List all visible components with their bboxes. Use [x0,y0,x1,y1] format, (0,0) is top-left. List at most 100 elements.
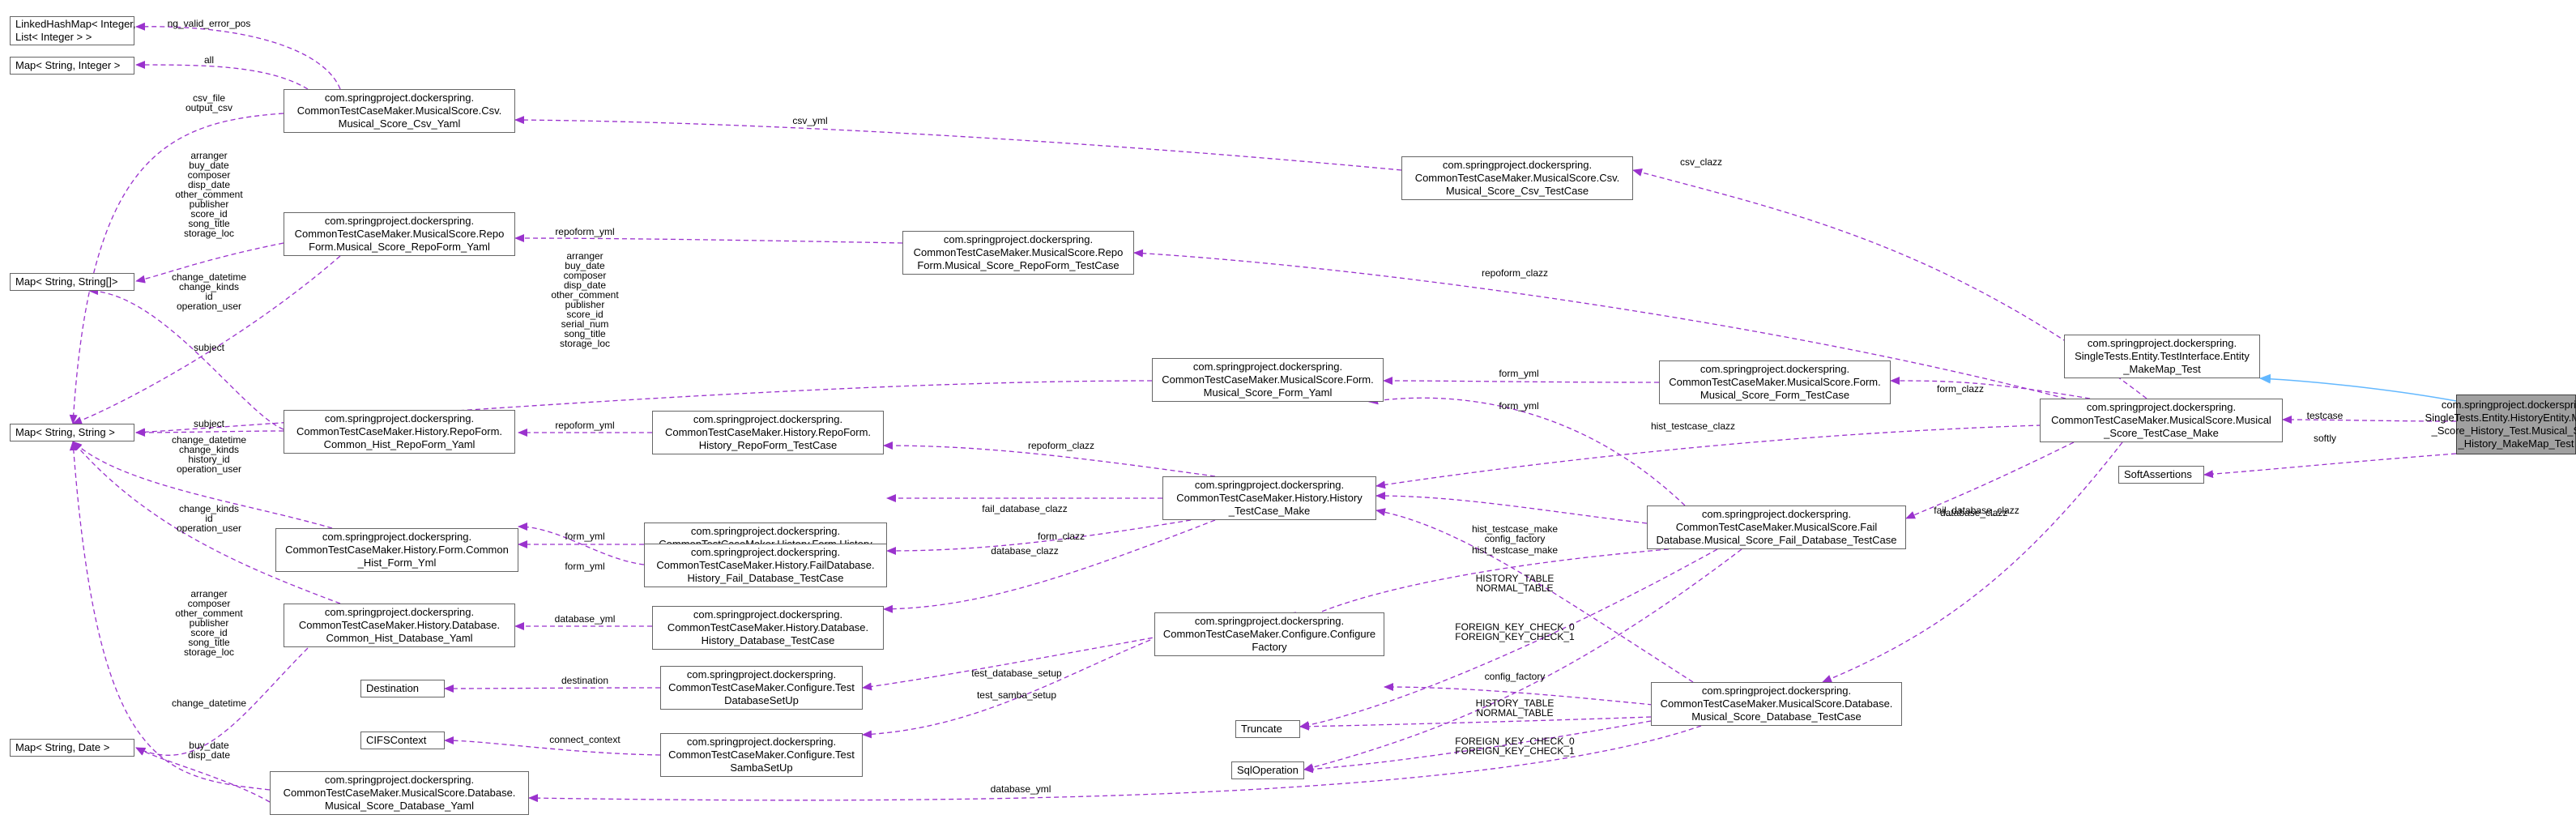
edge-label-line: score_id [566,309,603,320]
node-label-line: Truncate [1241,723,1282,735]
node-label-line: Destination [366,682,420,694]
dependency-edge [1822,441,2123,683]
edge-label-line: HISTORY_TABLE [1476,697,1555,709]
node-musical-score-csv-yaml[interactable]: com.springproject.dockerspring.CommonTes… [284,89,515,133]
node-label-line: Map< String, String[]> [15,275,118,288]
edge-label-line: operation_user [177,523,241,534]
edge-label-line: fail_database_clazz [982,503,1067,514]
dependency-edge [444,736,661,756]
edge-label-line: database_clazz [1940,507,2007,518]
node-sql-operation[interactable]: SqlOperation [1231,761,1304,779]
dependency-edge [862,639,1151,739]
node-label-line: CommonTestCaseMaker.Configure.Test [668,681,855,693]
edge-label-line: song_title [188,637,230,648]
dependency-edge [1303,548,1742,772]
edge-label-line: score_id [190,208,227,220]
node-testinterface-entity-makemap-test[interactable]: com.springproject.dockerspring.SingleTes… [2064,335,2260,378]
node-label-line: com.springproject.dockerspring. [1192,360,1343,373]
edge-label-line: ng_valid_error_pos [168,18,251,29]
node-history-database-testcase[interactable]: com.springproject.dockerspring.CommonTes… [652,606,884,650]
node-map-string-string-array[interactable]: Map< String, String[]> [10,273,134,291]
node-musical-score-repoform-yaml[interactable]: com.springproject.dockerspring.CommonTes… [284,212,515,256]
edge-label-line: HISTORY_TABLE [1476,573,1555,584]
node-cifs-context[interactable]: CIFSContext [360,732,445,749]
node-musical-score-fail-database-testcase[interactable]: com.springproject.dockerspring.CommonTes… [1647,505,1906,549]
node-label-line: Musical_Score_Database_TestCase [1691,710,1862,723]
edge-label-line: form_yml [1499,400,1538,412]
node-history-testcase-make[interactable]: com.springproject.dockerspring.CommonTes… [1162,476,1376,520]
node-test-database-setup[interactable]: com.springproject.dockerspring.CommonTes… [660,666,863,710]
node-label-line: History_Fail_Database_TestCase [687,572,844,584]
edge-label-line: csv_file [193,92,225,104]
dependency-edge [886,519,1192,555]
node-musical-score-form-yaml[interactable]: com.springproject.dockerspring.CommonTes… [1152,358,1384,402]
edge-label-line: NORMAL_TABLE [1476,707,1553,719]
node-label-line: Musical_Score_Form_Yaml [1203,386,1333,399]
node-soft-assertions[interactable]: SoftAssertions [2118,466,2204,484]
edge-label-form-clazz-2: form_clazz [1937,383,1984,395]
edge-label-line: database_yml [555,613,616,625]
dependency-edge [1384,683,1653,706]
dependency-edge [72,255,341,424]
edge-label-change-datetime: change_datetime [172,697,246,709]
node-history-fail-database-testcase[interactable]: com.springproject.dockerspring.CommonTes… [644,544,887,587]
node-musical-score-testcase-make[interactable]: com.springproject.dockerspring.CommonTes… [2040,399,2283,442]
node-label-line: CommonTestCaseMaker.History.RepoForm. [664,426,872,438]
edge-label-line: id [205,513,212,524]
node-label-line: Musical_Score_Csv_Yaml [338,117,461,130]
dependency-edge [1890,377,2091,399]
edge-label-line: test_samba_setup [977,689,1056,701]
dependency-edge [135,747,271,803]
edge-label-line: score_id [190,627,227,638]
node-history-repoform-testcase[interactable]: com.springproject.dockerspring.CommonTes… [652,411,884,454]
edge-label-line: serial_num [561,318,609,330]
node-label-line: _History_MakeMap_Test [2458,437,2574,450]
edge-label-database-yml-1: database_yml [555,613,616,625]
node-label-line: com.springproject.dockerspring. [690,525,841,537]
node-linked-hash-map[interactable]: LinkedHashMap< Integer,List< Integer > > [10,16,136,45]
edge-label-line: output_csv [186,102,232,113]
node-musical-score-csv-testcase[interactable]: com.springproject.dockerspring.CommonTes… [1401,156,1633,200]
node-musical-score-database-testcase[interactable]: com.springproject.dockerspring.CommonTes… [1651,682,1902,726]
edge-label-line: FOREIGN_KEY_CHECK_0 [1455,621,1575,633]
node-map-string-date[interactable]: Map< String, Date > [10,739,134,757]
node-configure-factory[interactable]: com.springproject.dockerspring.CommonTes… [1154,612,1384,656]
edge-label-line: change_datetime [172,434,246,446]
node-common-hist-form-yml[interactable]: com.springproject.dockerspring.CommonTes… [275,528,518,572]
dependency-edge [1375,492,1648,524]
edge-label-fail-database-clazz-1: fail_database_clazz [982,503,1067,514]
edge-label-line: arranger [190,588,227,599]
node-map-string-integer[interactable]: Map< String, Integer > [10,57,134,75]
node-label-line: List< Integer > > [15,31,92,43]
node-test-samba-setup[interactable]: com.springproject.dockerspring.CommonTes… [660,733,863,777]
edge-label-form-yml-3: form_yml [1499,368,1538,379]
edge-label-line: softly [2314,433,2336,444]
node-history-make-map-test[interactable]: com.springproject.dockerspring.SingleTes… [2425,395,2576,454]
edge-label-line: composer [188,169,231,181]
node-musical-score-form-testcase[interactable]: com.springproject.dockerspring.CommonTes… [1659,360,1891,404]
node-truncate[interactable]: Truncate [1235,720,1300,738]
node-musical-score-repoform-testcase[interactable]: com.springproject.dockerspring.CommonTes… [902,231,1134,275]
node-common-hist-database-yaml[interactable]: com.springproject.dockerspring.CommonTes… [284,604,515,647]
edge-label-line: config_factory [1485,671,1546,682]
node-label-line: CommonTestCaseMaker.History.History [1176,492,1363,504]
node-musical-score-database-yaml[interactable]: com.springproject.dockerspring.CommonTes… [270,771,529,815]
node-label-line: _TestCase_Make [1228,505,1311,517]
node-label-line: Musical_Score_Database_Yaml [324,800,475,812]
node-label-line: com.springproject.dockerspring. [1194,479,1345,491]
edge-label-line: publisher [190,617,229,629]
node-label-line: com.springproject.dockerspring. [693,608,843,621]
dependency-edge [518,523,645,565]
edge-label-line: form_yml [1499,368,1538,379]
node-label-line: SambaSetUp [730,761,793,774]
node-destination[interactable]: Destination [360,680,445,697]
node-map-string-string[interactable]: Map< String, String > [10,424,134,441]
node-common-hist-repoform-yaml[interactable]: com.springproject.dockerspring.CommonTes… [284,410,515,454]
edge-label-subject-2: subject [194,418,225,429]
edge-label-line: disp_date [564,279,606,291]
